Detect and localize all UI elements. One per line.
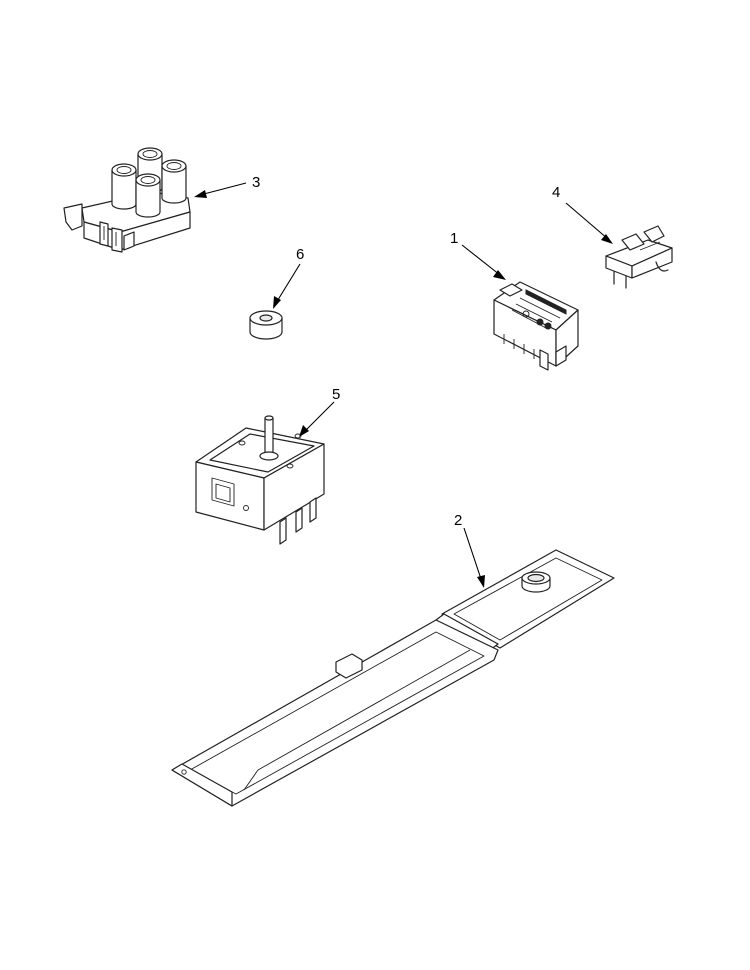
callout-2: 2 bbox=[454, 512, 485, 588]
callout-6-label: 6 bbox=[296, 246, 304, 263]
callout-3: 3 bbox=[194, 174, 260, 198]
callout-3-label: 3 bbox=[252, 174, 260, 191]
part-5-switch bbox=[195, 415, 325, 545]
callout-5: 5 bbox=[299, 386, 340, 437]
part-4-clamp bbox=[605, 225, 673, 289]
callout-4: 4 bbox=[552, 184, 613, 244]
part-2-tray bbox=[171, 549, 615, 807]
part-6-bushing bbox=[249, 310, 283, 340]
callout-1: 1 bbox=[450, 230, 506, 280]
callout-2-label: 2 bbox=[454, 512, 462, 529]
part-3-terminal-block bbox=[63, 147, 191, 253]
callout-4-label: 4 bbox=[552, 184, 560, 201]
callout-5-label: 5 bbox=[332, 386, 340, 403]
callout-1-label: 1 bbox=[450, 230, 458, 247]
callout-6: 6 bbox=[273, 246, 304, 309]
part-1-connector-block bbox=[493, 281, 579, 371]
